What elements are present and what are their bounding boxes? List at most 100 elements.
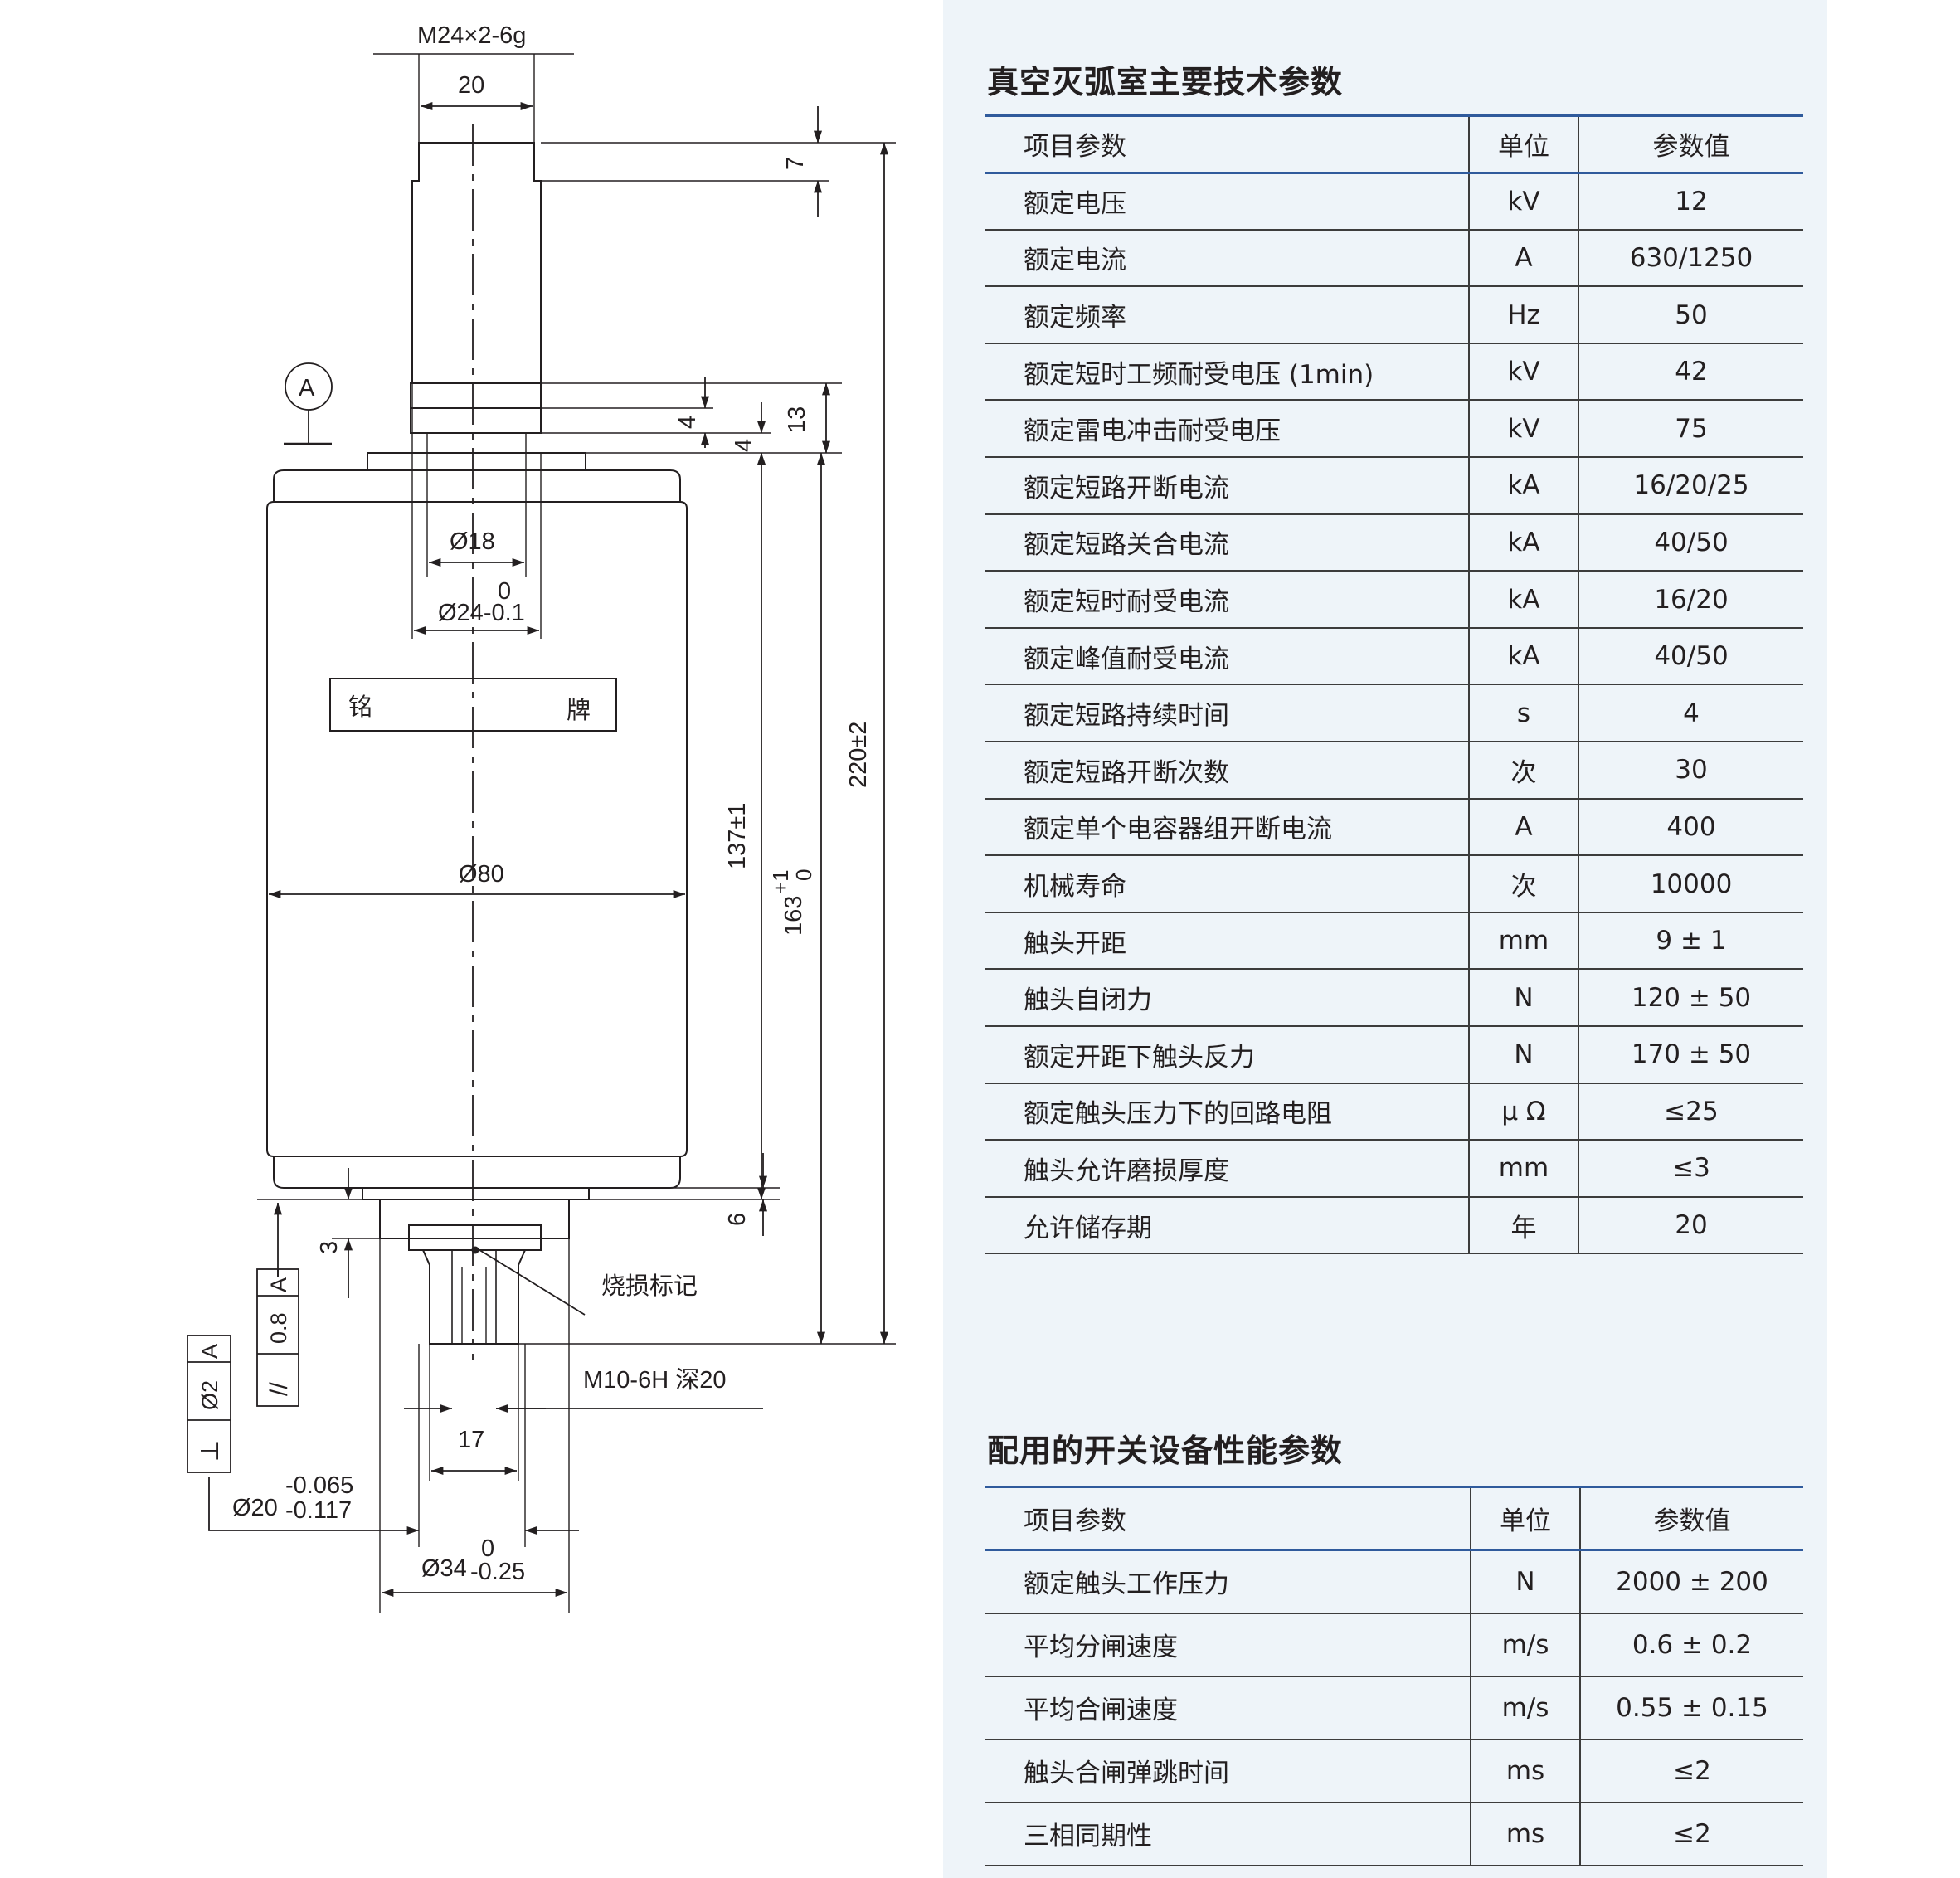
fcf-parallel-datum: A (266, 1277, 291, 1292)
cell-value: 170 ± 50 (1578, 1026, 1803, 1084)
cell-item: 额定单个电容器组开断电流 (985, 798, 1470, 857)
cell-unit: A (1469, 798, 1579, 857)
dim-163-tol-lower: 0 (791, 869, 816, 881)
cell-item: 额定短路开断电流 (985, 457, 1470, 515)
dim-6-label: 6 (724, 1213, 751, 1226)
cell-unit: ms (1471, 1739, 1581, 1803)
cell-item: 额定短时工频耐受电压 (1min) (985, 343, 1470, 401)
cell-item: 额定雷电冲击耐受电压 (985, 400, 1470, 459)
dia-34-tol-upper: 0 (481, 1535, 494, 1562)
dia-20-tol-upper: -0.065 (285, 1472, 353, 1499)
cell-unit: mm (1469, 912, 1579, 971)
dim-20-label: 20 (458, 72, 484, 99)
cell-unit: A (1469, 229, 1579, 288)
cell-value: 10000 (1578, 855, 1803, 913)
cell-unit: m/s (1471, 1613, 1581, 1677)
cell-unit: ms (1471, 1802, 1581, 1866)
dim-4a-label: 4 (674, 416, 701, 429)
cell-item: 触头允许磨损厚度 (985, 1140, 1470, 1198)
cell-item: 额定峰值耐受电流 (985, 627, 1470, 686)
cell-item: 额定短时耐受电流 (985, 571, 1470, 629)
cell-value: 2000 ± 200 (1580, 1550, 1803, 1614)
dim-17-label: 17 (458, 1427, 484, 1453)
dia-24-label: Ø24-0.1 (438, 600, 525, 626)
table-header-row: 项目参数 单位 参数值 (985, 1486, 1803, 1551)
cell-item: 额定开距下触头反力 (985, 1026, 1470, 1084)
cell-value: 630/1250 (1578, 229, 1803, 288)
cell-unit: N (1469, 969, 1579, 1027)
cell-item: 额定短路开断次数 (985, 742, 1470, 800)
cell-unit: kV (1469, 400, 1579, 459)
cell-item: 额定短路关合电流 (985, 513, 1470, 572)
header-unit: 单位 (1469, 114, 1579, 174)
dia-34-label: Ø34 (421, 1555, 467, 1582)
cell-value: 0.55 ± 0.15 (1580, 1676, 1803, 1740)
dim-4b-label: 4 (731, 439, 757, 452)
cell-item: 允许储存期 (985, 1196, 1470, 1255)
cell-unit: 年 (1469, 1196, 1579, 1255)
cell-unit: N (1469, 1026, 1579, 1084)
dim-13-label: 13 (784, 406, 810, 433)
cell-value: 20 (1578, 1196, 1803, 1255)
cell-value: 42 (1578, 343, 1803, 401)
cell-value: 9 ± 1 (1578, 912, 1803, 971)
table2-title: 配用的开关设备性能参数 (987, 1433, 1344, 1469)
cell-unit: kV (1469, 343, 1579, 401)
cell-item: 平均合闸速度 (985, 1676, 1471, 1740)
dia-34-tol-lower: -0.25 (470, 1559, 525, 1585)
header-value: 参数值 (1578, 114, 1803, 174)
cell-unit: N (1471, 1550, 1581, 1614)
header-item: 项目参数 (985, 1486, 1471, 1551)
dia-20-tol-lower: -0.117 (285, 1497, 352, 1524)
thread-bottom-label: M10-6H 深20 (583, 1367, 726, 1394)
cell-item: 额定触头压力下的回路电阻 (985, 1083, 1470, 1141)
datum-a-label: A (299, 375, 315, 401)
dim-163-label: 163 (781, 896, 807, 936)
nameplate-right: 牌 (567, 697, 591, 724)
cell-unit: kA (1469, 627, 1579, 686)
dim-220-label: 220±2 (845, 722, 872, 788)
cell-item: 额定电压 (985, 173, 1470, 231)
burn-mark-label: 烧损标记 (601, 1272, 698, 1300)
table1-title: 真空灭弧室主要技术参数 (987, 64, 1344, 100)
dia-18-label: Ø18 (450, 528, 495, 555)
cell-value: 40/50 (1578, 513, 1803, 572)
dia-80-label: Ø80 (459, 861, 504, 888)
cell-item: 平均分闸速度 (985, 1613, 1471, 1677)
cell-unit: Hz (1469, 286, 1579, 344)
dim-163-tol-upper: +1 (768, 869, 793, 894)
dia-24-tol-zero: 0 (498, 578, 511, 605)
cell-unit: s (1469, 684, 1579, 743)
cell-value: 75 (1578, 400, 1803, 459)
cell-item: 三相同期性 (985, 1802, 1471, 1866)
cell-value: 16/20 (1578, 571, 1803, 629)
fcf-perp-symbol: ⊥ (197, 1440, 224, 1462)
header-unit: 单位 (1471, 1486, 1581, 1551)
cell-value: ≤2 (1580, 1802, 1803, 1866)
cell-unit: μ Ω (1469, 1083, 1579, 1141)
cell-item: 机械寿命 (985, 855, 1470, 913)
dim-137-label: 137±1 (724, 803, 751, 869)
cell-unit: 次 (1469, 855, 1579, 913)
cell-value: ≤25 (1578, 1083, 1803, 1141)
dim-7-label: 7 (782, 157, 809, 170)
